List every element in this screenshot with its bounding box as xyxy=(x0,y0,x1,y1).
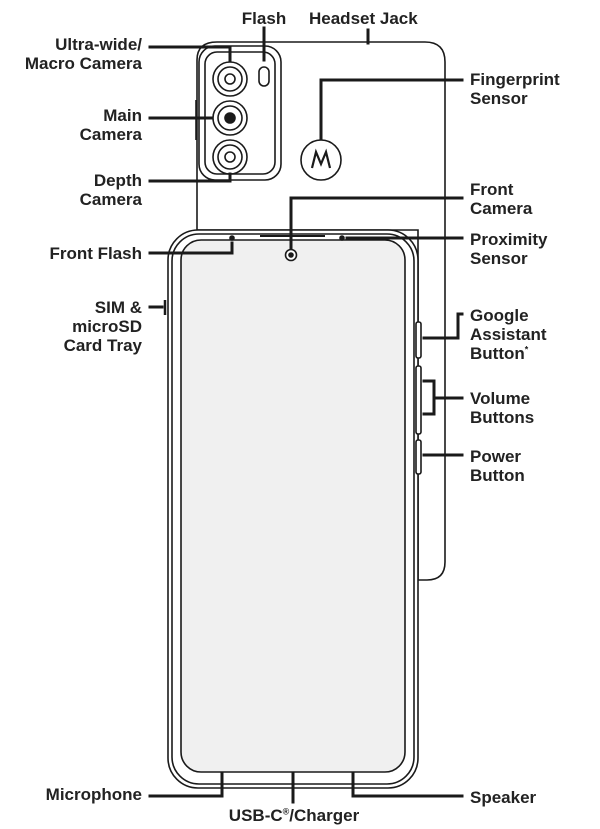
google-assistant-button xyxy=(415,321,422,359)
ultra-wide-lens xyxy=(212,61,248,97)
label-microphone: Microphone xyxy=(45,785,142,804)
label-speaker: Speaker xyxy=(470,788,537,807)
label-headset-jack: Headset Jack xyxy=(309,9,418,28)
power-button xyxy=(415,439,422,475)
leader-ultra-wide xyxy=(148,45,232,62)
label-ultra-wide-camera: Ultra-wide/Macro Camera xyxy=(24,35,142,73)
motorola-logo-icon xyxy=(310,148,332,169)
label-front-flash: Front Flash xyxy=(49,244,142,263)
flash-icon xyxy=(258,66,270,87)
label-usb-c-charger: USB-C®/Charger xyxy=(228,806,360,825)
leader-volume xyxy=(422,379,464,416)
leader-depth-camera xyxy=(148,172,232,183)
leader-google xyxy=(422,312,464,340)
phone-screen xyxy=(180,239,406,773)
leader-fingerprint xyxy=(319,78,464,140)
leader-speaker xyxy=(351,772,464,798)
main-camera-lens xyxy=(212,100,248,136)
leader-front-camera xyxy=(289,196,464,250)
camera-module xyxy=(198,45,282,181)
volume-buttons xyxy=(415,365,422,435)
proximity-sensor-icon xyxy=(339,235,345,241)
fingerprint-sensor xyxy=(300,139,342,181)
camera-module-inner xyxy=(204,51,276,175)
leader-microphone xyxy=(148,772,224,798)
leader-front-flash xyxy=(148,241,234,255)
front-flash-icon xyxy=(229,235,235,241)
label-flash: Flash xyxy=(241,9,287,28)
